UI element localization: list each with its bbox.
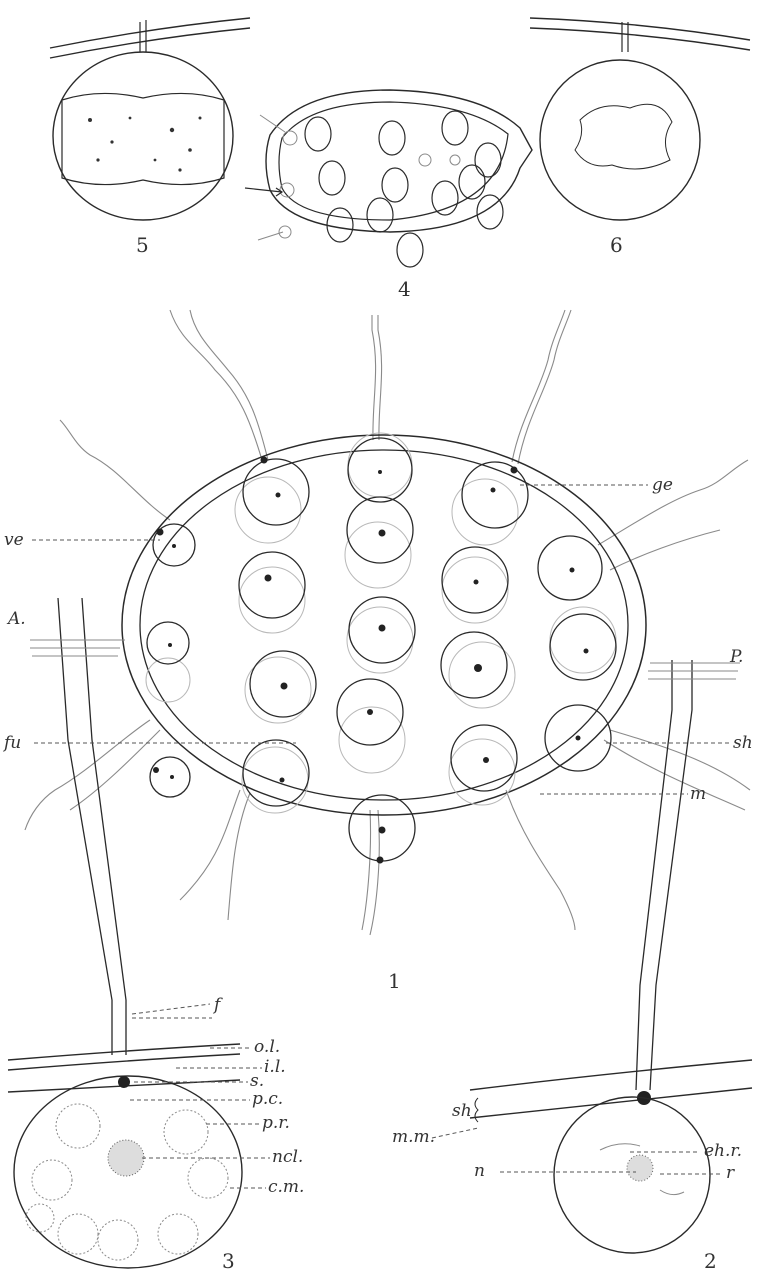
- label-pc: p.c.: [252, 1089, 283, 1109]
- figure-number-6: 6: [610, 233, 623, 257]
- label-mm: m.m.: [392, 1127, 435, 1147]
- label-ehr: eh.r.: [704, 1141, 742, 1161]
- figure-number-4: 4: [398, 277, 411, 301]
- cell-outline: [53, 52, 233, 220]
- label-sh-fig2: sh: [452, 1101, 472, 1121]
- label-ge: ge: [652, 475, 673, 495]
- shrunken-contents: [575, 104, 672, 169]
- figure-number-5: 5: [136, 233, 149, 257]
- label-m: m: [690, 784, 706, 804]
- nucleus: [627, 1155, 653, 1181]
- label-ve: ve: [4, 530, 24, 550]
- figure-2-labels: sh m.m. eh.r. n r: [392, 1098, 742, 1183]
- label-r: r: [726, 1163, 735, 1183]
- nucleolus: [108, 1140, 144, 1176]
- embryo: [538, 536, 602, 600]
- figure-number-3: 3: [222, 1249, 235, 1273]
- figure-4: 4: [245, 90, 532, 301]
- embryo: [243, 459, 309, 525]
- label-A: A.: [6, 609, 26, 629]
- figure-3-labels: f o.l. i.l. s. p.c. p.r. ncl. c.m.: [130, 995, 304, 1197]
- cell-contents: [62, 93, 224, 184]
- figure-5: 5: [50, 18, 250, 257]
- inner-wall: [140, 450, 628, 800]
- label-ncl: ncl.: [272, 1147, 303, 1167]
- label-il: i.l.: [264, 1057, 286, 1077]
- label-sh: sh: [733, 733, 753, 753]
- embryo: [239, 552, 305, 618]
- label-s: s.: [250, 1071, 264, 1091]
- label-f: f: [212, 995, 223, 1015]
- figure-1: 1: [25, 310, 750, 1090]
- figure-number-1: 1: [388, 969, 401, 993]
- label-pr: p.r.: [262, 1113, 290, 1133]
- outer-wall: [122, 435, 646, 815]
- figure-6: 6: [530, 18, 750, 257]
- cell-outline: [540, 60, 700, 220]
- label-cm: c.m.: [268, 1177, 304, 1197]
- body-outline: [266, 90, 532, 232]
- sucker: [118, 1076, 130, 1088]
- label-fu: fu: [2, 733, 21, 753]
- embryo: [550, 614, 616, 680]
- embryos: [147, 438, 616, 861]
- spores: [305, 111, 503, 267]
- label-n: n: [474, 1161, 485, 1181]
- figure-number-2: 2: [704, 1249, 717, 1273]
- label-P: P.: [729, 647, 743, 667]
- embryo: [462, 462, 528, 528]
- figure-2: 2: [470, 1060, 752, 1273]
- label-ol: o.l.: [254, 1037, 280, 1057]
